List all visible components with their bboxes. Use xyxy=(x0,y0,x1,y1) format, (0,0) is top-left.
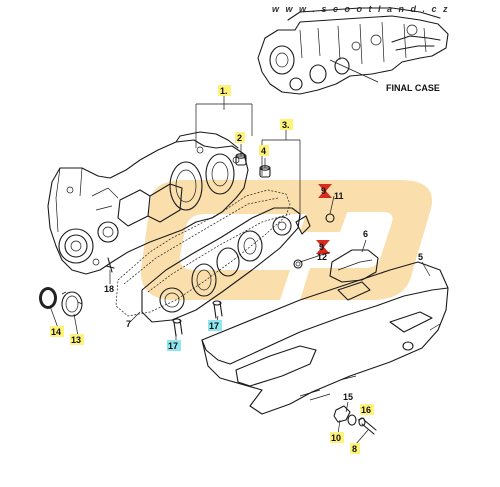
crankcase xyxy=(47,131,249,275)
callout-9-upper: 9 xyxy=(321,186,326,196)
watermark-url: w w w . s c o o t l a n d . c z xyxy=(272,4,450,14)
callout-9-lower: 9 xyxy=(319,242,324,252)
final-case-drawing xyxy=(257,7,449,95)
callout-4: 4 xyxy=(261,146,266,156)
final-case-label: FINAL CASE xyxy=(386,83,440,93)
callout-labels: 1. 2 3. 4 9 11 9 12 6 5 18 7 14 13 17 17… xyxy=(51,86,423,454)
callout-11: 11 xyxy=(334,191,344,201)
callout-highlights xyxy=(50,85,374,454)
callout-17-left: 17 xyxy=(168,341,178,351)
hardware xyxy=(333,405,377,435)
oil-seals xyxy=(39,287,83,317)
callout-8: 8 xyxy=(352,444,357,454)
callout-18: 18 xyxy=(104,284,114,294)
callout-16: 16 xyxy=(361,405,371,415)
red-markers xyxy=(316,184,332,254)
clutch-cover xyxy=(141,207,311,323)
belt-cover xyxy=(201,261,449,415)
callout-17-right: 17 xyxy=(209,321,219,331)
callout-6: 6 xyxy=(363,229,368,239)
callout-13: 13 xyxy=(71,335,81,345)
callout-2: 2 xyxy=(237,133,242,143)
inner-cover-plate xyxy=(329,249,379,283)
callout-14: 14 xyxy=(51,327,61,337)
callout-3: 3. xyxy=(282,120,290,130)
callout-1: 1. xyxy=(220,86,228,96)
watermark-logo xyxy=(140,180,432,300)
gasket xyxy=(115,189,291,317)
callout-7: 7 xyxy=(126,319,131,329)
callout-5: 5 xyxy=(418,252,423,262)
callout-10: 10 xyxy=(331,433,341,443)
leader-lines xyxy=(49,96,431,445)
bolts xyxy=(172,300,223,337)
callout-12: 12 xyxy=(317,252,327,262)
callout-15: 15 xyxy=(343,392,353,402)
